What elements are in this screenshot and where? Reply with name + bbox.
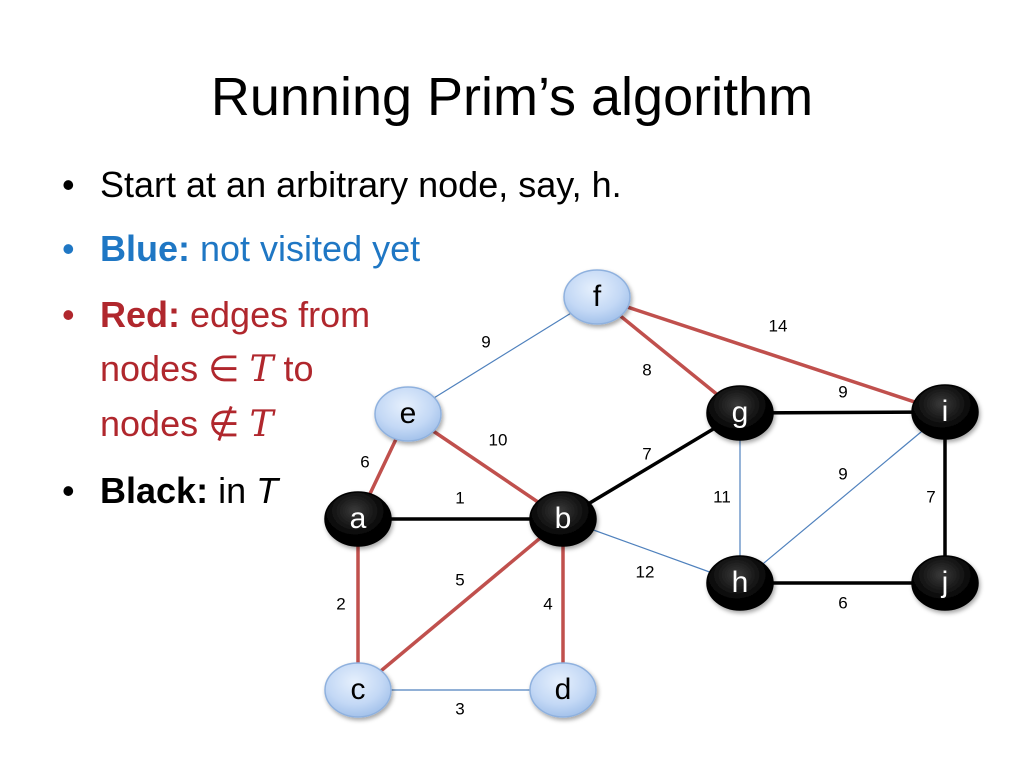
- edge-b-c: [356, 517, 565, 692]
- edge-weight-e-b: 10: [489, 430, 508, 449]
- node-e: e: [374, 386, 442, 442]
- legend-line-2: nodes ∈ T to: [100, 342, 430, 397]
- node-label-a: a: [350, 502, 367, 535]
- not-element-of-symbol: ∉: [208, 404, 240, 445]
- legend-text-red-1: edges from: [180, 294, 371, 335]
- slide-title: Running Prim’s algorithm: [210, 67, 814, 127]
- legend-text-red-2b: to: [273, 348, 314, 389]
- bullet-marker: •: [62, 294, 75, 335]
- bullet-list: • Start at an arbitrary node, say, h. • …: [62, 158, 622, 518]
- node-g: g: [706, 385, 774, 441]
- bullet-marker: •: [62, 470, 75, 511]
- element-of-symbol: ∈: [208, 349, 240, 390]
- nodes-layer: f e g i a b h j c d: [324, 269, 979, 718]
- edge-weight-f-i: 14: [769, 316, 788, 335]
- edge-weight-e-f: 9: [481, 332, 490, 351]
- edge-weight-g-b: 7: [642, 444, 651, 463]
- node-circle-c: [324, 662, 392, 718]
- legend-text-red-3a: nodes: [100, 403, 209, 444]
- set-t-symbol: T: [249, 349, 274, 390]
- node-circle-h: [706, 555, 774, 611]
- edge-weight-g-h: 11: [713, 487, 731, 506]
- node-circle-f: [563, 269, 631, 325]
- bullet-red-legend: • Red: edges from nodes ∈ T to nodes ∉ T: [62, 288, 430, 452]
- edge-weight-i-h: 9: [838, 464, 847, 483]
- node-b: b: [529, 491, 597, 547]
- edge-weight-f-g: 8: [642, 360, 651, 379]
- edge-weight-i-j: 7: [926, 487, 935, 506]
- legend-text-blue: not visited yet: [190, 228, 421, 269]
- bullet-start-node: • Start at an arbitrary node, say, h.: [62, 158, 622, 212]
- bullet-black-legend: • Black: in T: [62, 464, 622, 518]
- node-circle-a: [324, 491, 392, 547]
- node-label-b: b: [555, 502, 572, 535]
- node-circle-b: [529, 491, 597, 547]
- node-circle-g: [706, 385, 774, 441]
- node-a: a: [324, 491, 392, 547]
- node-label-d: d: [555, 673, 572, 706]
- edge-g-i: [739, 410, 946, 415]
- edge-weight-a-b: 1: [455, 488, 464, 507]
- node-circle-j: [911, 555, 979, 611]
- edge-weight-b-h: 12: [636, 562, 655, 581]
- edge-e-f: [407, 296, 598, 415]
- node-label-c: c: [351, 673, 366, 706]
- edge-weight-b-c: 5: [455, 570, 464, 589]
- legend-line-3: nodes ∉ T: [100, 397, 430, 452]
- node-circle-i: [911, 384, 979, 440]
- node-i: i: [911, 384, 979, 440]
- edges-layer: [356, 295, 947, 692]
- legend-line-1: Red: edges from: [100, 294, 370, 335]
- node-label-e: e: [400, 397, 417, 430]
- legend-label-blue: Blue:: [100, 228, 190, 269]
- node-label-g: g: [732, 396, 749, 429]
- edge-weights-layer: 9 8 14 10 6 9 7 11 9 7 1 12 6 2 5 4 3: [336, 316, 935, 718]
- legend-label-red: Red:: [100, 294, 180, 335]
- edge-g-b: [562, 411, 741, 521]
- edge-weight-h-j: 6: [838, 593, 847, 612]
- node-d: d: [529, 662, 597, 718]
- node-label-i: i: [942, 395, 949, 428]
- edge-f-i: [596, 295, 946, 414]
- set-t-symbol: T: [249, 404, 274, 445]
- node-h: h: [706, 555, 774, 611]
- bullet-blue-legend: • Blue: not visited yet: [62, 222, 622, 276]
- node-j: j: [911, 555, 979, 611]
- edge-weight-b-d: 4: [543, 594, 552, 613]
- node-c: c: [324, 662, 392, 718]
- edge-weight-e-a: 6: [360, 452, 369, 471]
- edge-weight-c-d: 3: [455, 699, 464, 718]
- node-circle-e: [374, 386, 442, 442]
- node-label-f: f: [593, 280, 602, 313]
- legend-text-black: in: [208, 470, 257, 511]
- node-f: f: [563, 269, 631, 325]
- edge-weight-g-i: 9: [838, 382, 847, 401]
- legend-text-red-2a: nodes: [100, 348, 209, 389]
- bullet-marker: •: [62, 164, 75, 205]
- legend-label-black: Black:: [100, 470, 209, 511]
- bullet-text: Start at an arbitrary node, say, h.: [100, 164, 622, 205]
- node-circle-d: [529, 662, 597, 718]
- bullet-marker: •: [62, 228, 75, 269]
- edge-weight-a-c: 2: [336, 594, 345, 613]
- edge-i-h: [739, 411, 946, 584]
- node-label-h: h: [732, 566, 749, 599]
- node-label-j: j: [941, 566, 949, 599]
- set-t-symbol: T: [256, 470, 279, 511]
